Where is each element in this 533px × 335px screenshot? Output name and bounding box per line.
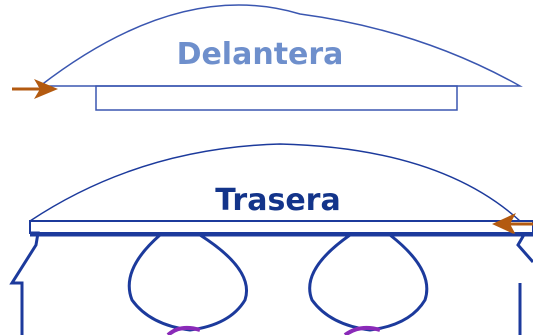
right-purple-accent <box>343 325 381 335</box>
right-lobe <box>308 233 429 332</box>
front-base-plate <box>95 85 458 111</box>
front-direction-arrow <box>12 79 58 99</box>
back-body-outline <box>9 231 40 335</box>
left-purple-accent <box>166 325 201 335</box>
front-label: Delantera <box>177 37 344 72</box>
left-lobe <box>127 233 248 332</box>
back-label: Trasera <box>215 183 340 218</box>
back-top-plate <box>29 220 533 234</box>
back-body-outline-right <box>516 232 533 335</box>
front-part: Delantera <box>12 4 523 111</box>
back-direction-arrow <box>492 213 533 235</box>
front-dome-outline <box>37 4 523 87</box>
back-dome-outline <box>29 143 521 222</box>
back-part: Trasera <box>9 143 533 335</box>
